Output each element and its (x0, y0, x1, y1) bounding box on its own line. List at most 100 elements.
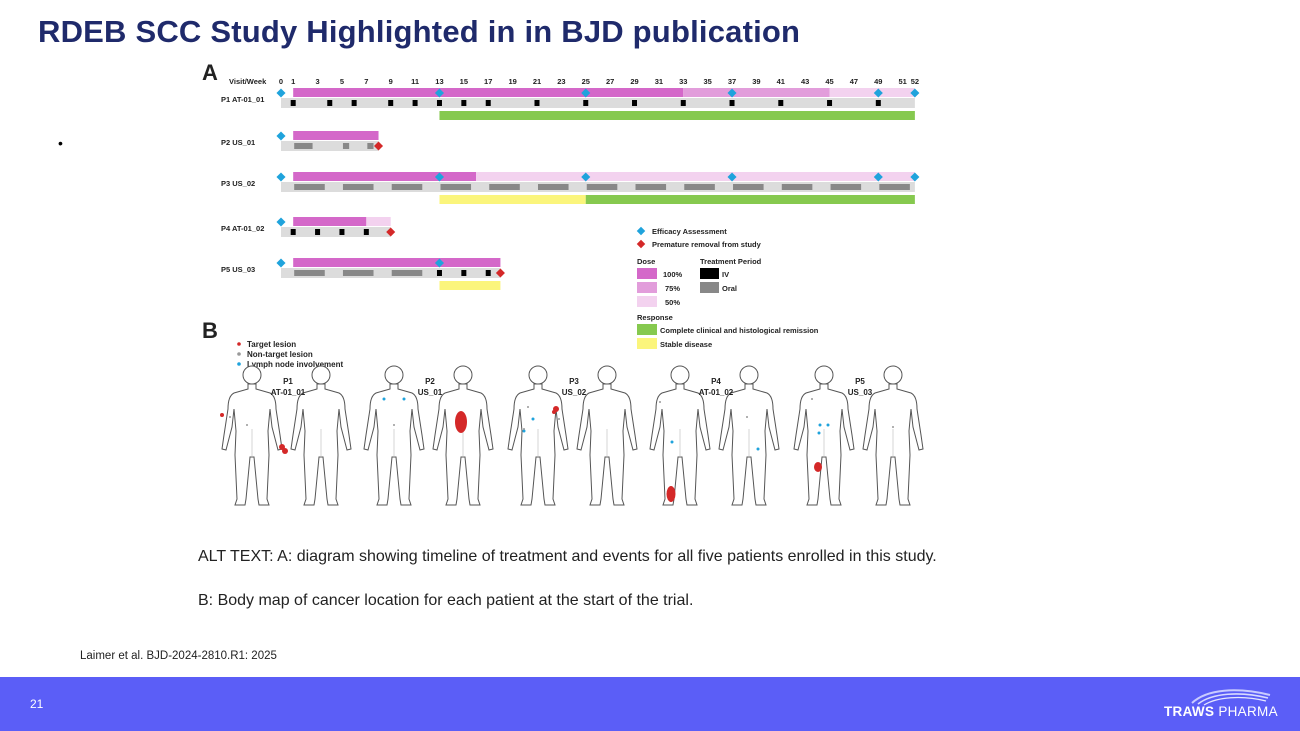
lymph-node (818, 423, 822, 427)
week-tick-label: 33 (679, 77, 687, 86)
oral-dose-block (367, 143, 374, 149)
legend-dose-100: 100% (663, 270, 683, 279)
efficacy-marker (276, 217, 286, 227)
non-target-lesion (746, 416, 748, 418)
non-target-lesion (229, 416, 231, 418)
iv-dose-mark (827, 100, 833, 106)
oral-dose-block (342, 143, 350, 149)
patient-timeline-label: P2 US_01 (221, 138, 255, 147)
body-map-patient-id: US_03 (848, 388, 873, 397)
week-tick-label: 7 (364, 77, 368, 86)
week-tick-label: 47 (850, 77, 858, 86)
lymph-node (826, 423, 830, 427)
non-target-lesion (246, 424, 248, 426)
dose-bar (683, 88, 830, 97)
complete-swatch (637, 324, 657, 335)
lymph-node (531, 417, 535, 421)
oral-dose-block (391, 270, 423, 276)
body-map-patient-id: US_01 (418, 388, 443, 397)
body-back-figure (862, 365, 924, 506)
legend-premature: Premature removal from study (652, 240, 762, 249)
dose-bar (293, 88, 684, 97)
target-lesion-dot (237, 342, 241, 346)
body-map-patient: P3 (569, 377, 579, 386)
iv-dose-mark (461, 100, 467, 106)
traws-pharma-logo (1191, 689, 1271, 706)
oral-swatch (700, 282, 719, 293)
week-tick-label: 21 (533, 77, 541, 86)
week-tick-label: 39 (752, 77, 760, 86)
body-back-figure (576, 365, 638, 506)
legend-dose-title: Dose (637, 257, 655, 266)
premature-legend-icon (636, 239, 646, 249)
body-map-patient: P4 (711, 377, 721, 386)
treatment-bar (281, 227, 391, 237)
non-target-lesion (558, 418, 560, 420)
dose-bar (829, 88, 915, 97)
legend-target: Target lesion (247, 340, 296, 349)
body-map-patient-id: AT-01_02 (699, 388, 734, 397)
oral-dose-block (781, 184, 813, 190)
oral-dose-block (294, 143, 313, 149)
target-lesion (220, 413, 224, 417)
iv-dose-mark (327, 100, 333, 106)
non-target-lesion (659, 401, 661, 403)
efficacy-marker (276, 88, 286, 98)
iv-dose-mark (339, 229, 345, 235)
body-front-figure (363, 365, 425, 506)
iv-dose-mark (315, 229, 321, 235)
legend-response-title: Response (637, 313, 673, 322)
iv-dose-mark (363, 229, 369, 235)
page-number: 21 (30, 697, 44, 711)
week-tick-label: 9 (389, 77, 393, 86)
body-map-patient: P5 (855, 377, 865, 386)
alt-text-b: B: Body map of cancer location for each … (198, 592, 694, 609)
week-tick-label: 41 (777, 77, 785, 86)
iv-dose-mark (388, 100, 394, 106)
body-map-patient: P1 (283, 377, 293, 386)
target-lesion (666, 486, 676, 502)
body-back-figure (432, 365, 494, 506)
efficacy-legend-icon (636, 226, 646, 236)
body-front-figure (221, 365, 283, 506)
legend-oral: Oral (722, 284, 737, 293)
body-map-legend: Target lesion Non-target lesion Lymph no… (237, 340, 343, 369)
dose-bar (293, 172, 477, 181)
iv-dose-mark (290, 100, 296, 106)
oral-dose-block (391, 184, 423, 190)
iv-dose-mark (290, 229, 296, 235)
patient-timeline-label: P5 US_03 (221, 265, 255, 274)
iv-dose-mark (436, 270, 442, 276)
week-tick-label: 37 (728, 77, 736, 86)
week-tick-label: 3 (315, 77, 319, 86)
week-tick-label: 27 (606, 77, 614, 86)
week-tick-label: 11 (411, 77, 419, 86)
response-bar (439, 281, 501, 290)
nontarget-lesion-dot (237, 352, 241, 356)
week-tick-label: 19 (508, 77, 516, 86)
slide-title: RDEB SCC Study Highlighted in in BJD pub… (38, 14, 801, 49)
oral-dose-block (733, 184, 764, 190)
bullet-point: • (58, 135, 63, 151)
dose-bar (476, 172, 915, 181)
brand-pharma: PHARMA (1218, 704, 1278, 719)
week-tick-label: 13 (435, 77, 443, 86)
dose-75-swatch (637, 282, 657, 293)
week-tick-label: 25 (582, 77, 590, 86)
non-target-lesion (527, 406, 529, 408)
response-bar (439, 195, 586, 204)
non-target-lesion (811, 398, 813, 400)
non-target-lesion (523, 428, 525, 430)
legend-treatment-title: Treatment Period (700, 257, 762, 266)
target-lesion (282, 448, 288, 454)
week-tick-label: 17 (484, 77, 492, 86)
week-tick-label: 5 (340, 77, 344, 86)
non-target-lesion (393, 424, 395, 426)
brand-wordmark: TRAWS PHARMA (1164, 704, 1278, 719)
legend-dose-75: 75% (665, 284, 680, 293)
premature-removal-marker (373, 141, 384, 151)
patient-timeline-label: P4 AT-01_02 (221, 224, 264, 233)
